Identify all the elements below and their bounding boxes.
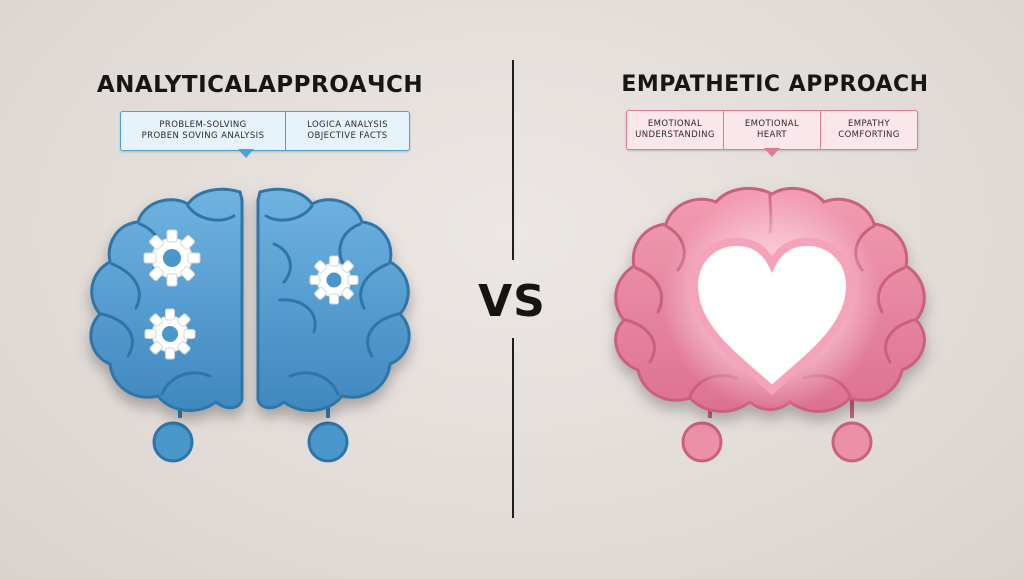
- empathetic-brain-icon: [614, 186, 926, 463]
- bubble-cell-logical-analysis: LOGICA ANALYSIS OBJECTIVE FACTS: [285, 112, 409, 150]
- gear-icon: [143, 229, 201, 287]
- bubble-text: UNDERSTANDING: [635, 130, 715, 140]
- analytical-speech-bubble: PROBLEM-SOLVING PROBEN SOVING ANALYSIS L…: [120, 111, 410, 151]
- analytical-approach-title: ANALYTICALAPPROAЧCH: [96, 72, 424, 98]
- center-divider-top: [512, 60, 514, 260]
- bubble-text: OBJECTIVE FACTS: [307, 131, 388, 141]
- bubble-text: EMOTIONAL: [647, 119, 703, 129]
- empathetic-speech-bubble: EMOTIONAL UNDERSTANDING EMOTIONAL HEART …: [626, 110, 918, 150]
- vs-label: VS: [478, 276, 546, 327]
- gear-icon: [309, 255, 359, 305]
- bubble-cell-empathy-comforting: EMPATHY COMFORTING: [820, 111, 917, 149]
- speech-bubble-tail: [764, 148, 780, 157]
- bubble-cell-problem-solving: PROBLEM-SOLVING PROBEN SOVING ANALYSIS: [121, 112, 285, 150]
- bubble-text: HEART: [756, 130, 788, 140]
- bubble-text: LOGICA ANALYSIS: [307, 120, 388, 130]
- brain-connectors: [681, 380, 873, 463]
- brain-connectors: [152, 380, 349, 463]
- empathetic-approach-title: EMPATHETIC APPROACH: [621, 72, 929, 97]
- bubble-text: EMOTIONAL: [744, 119, 800, 129]
- gear-icon: [144, 308, 196, 360]
- bubble-cell-emotional-understanding: EMOTIONAL UNDERSTANDING: [627, 111, 723, 149]
- bubble-text: PROBLEM-SOLVING: [159, 120, 247, 130]
- speech-bubble-tail: [238, 149, 254, 158]
- bubble-text: EMPATHY: [847, 119, 891, 129]
- center-divider-bottom: [512, 338, 514, 518]
- bubble-text: PROBEN SOVING ANALYSIS: [141, 131, 265, 141]
- heart-icon: [689, 237, 855, 396]
- bubble-text: COMFORTING: [838, 130, 900, 140]
- bubble-cell-emotional-heart: EMOTIONAL HEART: [723, 111, 820, 149]
- analytical-brain-icon: [89, 187, 411, 463]
